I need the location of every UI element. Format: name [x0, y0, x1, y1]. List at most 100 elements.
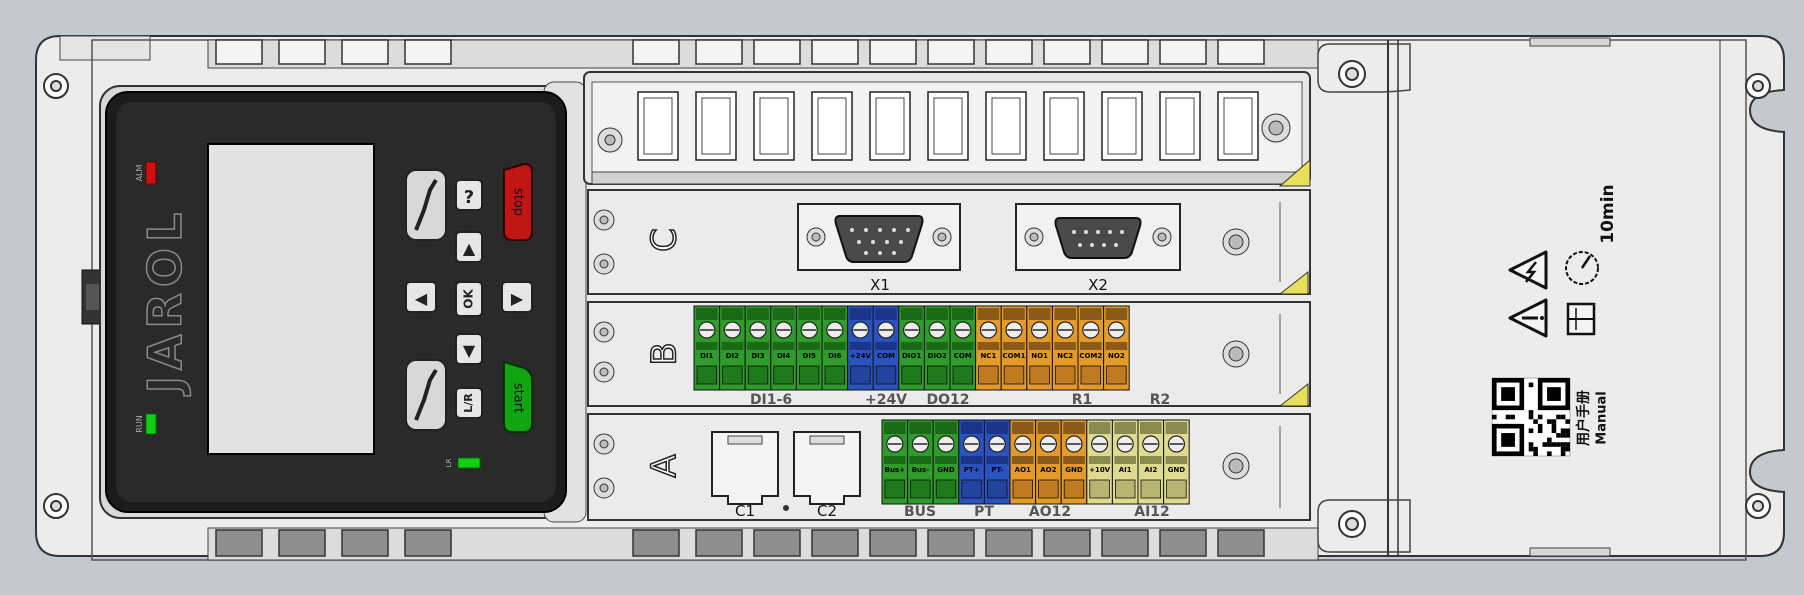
start-key[interactable]: start — [503, 360, 533, 433]
vent-tab — [985, 529, 1033, 557]
mounting-hole — [43, 493, 69, 519]
terminal-pin[interactable]: COM — [872, 305, 900, 391]
vent-tab — [1217, 39, 1265, 65]
vent-tab — [1217, 529, 1265, 557]
mounting-hole — [1338, 60, 1366, 88]
terminal-pin[interactable]: NC1 — [975, 305, 1002, 391]
terminal-pin-label: GND — [937, 466, 955, 474]
terminal-pin[interactable]: NO2 — [1103, 305, 1130, 391]
help-key[interactable]: ? — [455, 179, 483, 211]
led-run: RUN — [135, 413, 157, 435]
function-key-upper[interactable] — [405, 169, 447, 241]
terminal-pin[interactable]: NC2 — [1051, 305, 1079, 391]
terminal-pin[interactable]: COM — [949, 305, 977, 391]
terminal-pin[interactable]: DI3 — [744, 305, 772, 391]
terminal-pin[interactable]: DI4 — [770, 305, 797, 391]
mounting-slots — [1317, 43, 1411, 553]
vent-slot — [695, 91, 737, 161]
vent-slot — [1101, 91, 1143, 161]
terminal-pin[interactable]: COM1 — [1000, 305, 1028, 391]
manual-qr-code[interactable] — [1491, 377, 1571, 457]
vent-tab — [985, 39, 1033, 65]
vent-tab — [811, 39, 859, 65]
vent-slot — [811, 91, 853, 161]
slot-a-label: A — [645, 454, 685, 477]
terminal-pin[interactable]: AO2 — [1035, 419, 1062, 505]
screw — [806, 227, 826, 247]
terminal-pin-label: COM2 — [1079, 352, 1102, 360]
terminal-pin[interactable]: PT+ — [958, 419, 985, 505]
vent-tab — [215, 39, 263, 65]
rj45-port-c1[interactable]: C1 — [711, 431, 779, 520]
function-key-lower[interactable] — [405, 359, 447, 431]
vent-tab — [1101, 39, 1149, 65]
terminal-pin[interactable]: GND — [1163, 419, 1190, 505]
vent-tab — [1159, 39, 1207, 65]
up-key[interactable]: ▲ — [455, 231, 483, 263]
terminal-pin[interactable]: AI2 — [1137, 419, 1165, 505]
group-label: DO12 — [926, 392, 969, 408]
terminal-pin[interactable]: GND — [1060, 419, 1088, 505]
down-key[interactable]: ▼ — [455, 333, 483, 365]
group-label: BUS — [904, 504, 936, 520]
ok-key[interactable]: OK — [455, 281, 483, 317]
manual-book-icon — [1566, 302, 1596, 336]
lr-key-label: L/R — [462, 393, 475, 413]
start-key-label: start — [511, 383, 526, 413]
terminal-pin[interactable]: COM2 — [1077, 305, 1105, 391]
stop-key[interactable]: stop — [503, 162, 533, 241]
timer-label: 10min — [1598, 184, 1618, 243]
terminal-pin[interactable]: DI5 — [795, 305, 823, 391]
group-label: AO12 — [1029, 504, 1071, 520]
manual-label-cn: 用户手册 — [1575, 390, 1592, 446]
terminal-pin[interactable]: NO1 — [1026, 305, 1053, 391]
terminal-pin[interactable]: +10V — [1086, 419, 1113, 505]
db9-connector-x1[interactable]: X1 — [797, 203, 961, 294]
terminal-pin[interactable]: GND — [932, 419, 960, 505]
vent-slot — [1043, 91, 1085, 161]
vent-tab — [278, 529, 326, 557]
qr-pattern — [1492, 378, 1570, 456]
terminal-pin[interactable]: Bus- — [907, 419, 934, 505]
terminal-pin[interactable]: +24V — [847, 305, 874, 391]
screw — [1152, 227, 1172, 247]
slot-b-label: B — [645, 342, 685, 365]
terminal-pin-label: COM — [877, 352, 895, 360]
rj45-port-c2[interactable]: C2 — [793, 431, 861, 520]
screw — [597, 127, 623, 153]
vent-slot-inner — [1107, 97, 1137, 155]
terminal-pin[interactable]: DI1 — [693, 305, 721, 391]
vent-tab — [869, 39, 917, 65]
vent-slot — [927, 91, 969, 161]
terminal-pin[interactable]: AO1 — [1009, 419, 1037, 505]
lr-key[interactable]: L/R — [455, 387, 483, 419]
db9-connector-x2[interactable]: X2 — [1015, 203, 1181, 294]
lcd-display — [207, 143, 375, 455]
screw — [1024, 227, 1044, 247]
screw — [932, 227, 952, 247]
terminal-pin[interactable]: DI2 — [719, 305, 746, 391]
terminal-pin[interactable]: DIO2 — [923, 305, 951, 391]
terminal-pin[interactable]: AI1 — [1111, 419, 1139, 505]
mounting-hole — [1745, 73, 1771, 99]
terminal-pin-label: DI2 — [726, 352, 739, 360]
right-key[interactable]: ▶ — [501, 281, 533, 313]
terminal-pin-label: NC1 — [980, 352, 996, 360]
vent-slot — [1217, 91, 1259, 161]
vent-tab — [278, 39, 326, 65]
terminal-pin[interactable]: Bus+ — [881, 419, 909, 505]
terminal-pin[interactable]: DI6 — [821, 305, 849, 391]
screw — [593, 433, 615, 455]
screw — [593, 361, 615, 383]
top-vent-tabs — [215, 39, 1265, 65]
terminal-pin[interactable]: DIO1 — [898, 305, 925, 391]
left-key[interactable]: ◀ — [405, 281, 437, 313]
terminal-pin[interactable]: PT- — [983, 419, 1011, 505]
high-voltage-warning-icon — [1508, 250, 1548, 290]
group-label: R2 — [1150, 392, 1171, 408]
mounting-holes — [43, 60, 1771, 538]
terminal-pin-label: Bus- — [912, 466, 929, 474]
